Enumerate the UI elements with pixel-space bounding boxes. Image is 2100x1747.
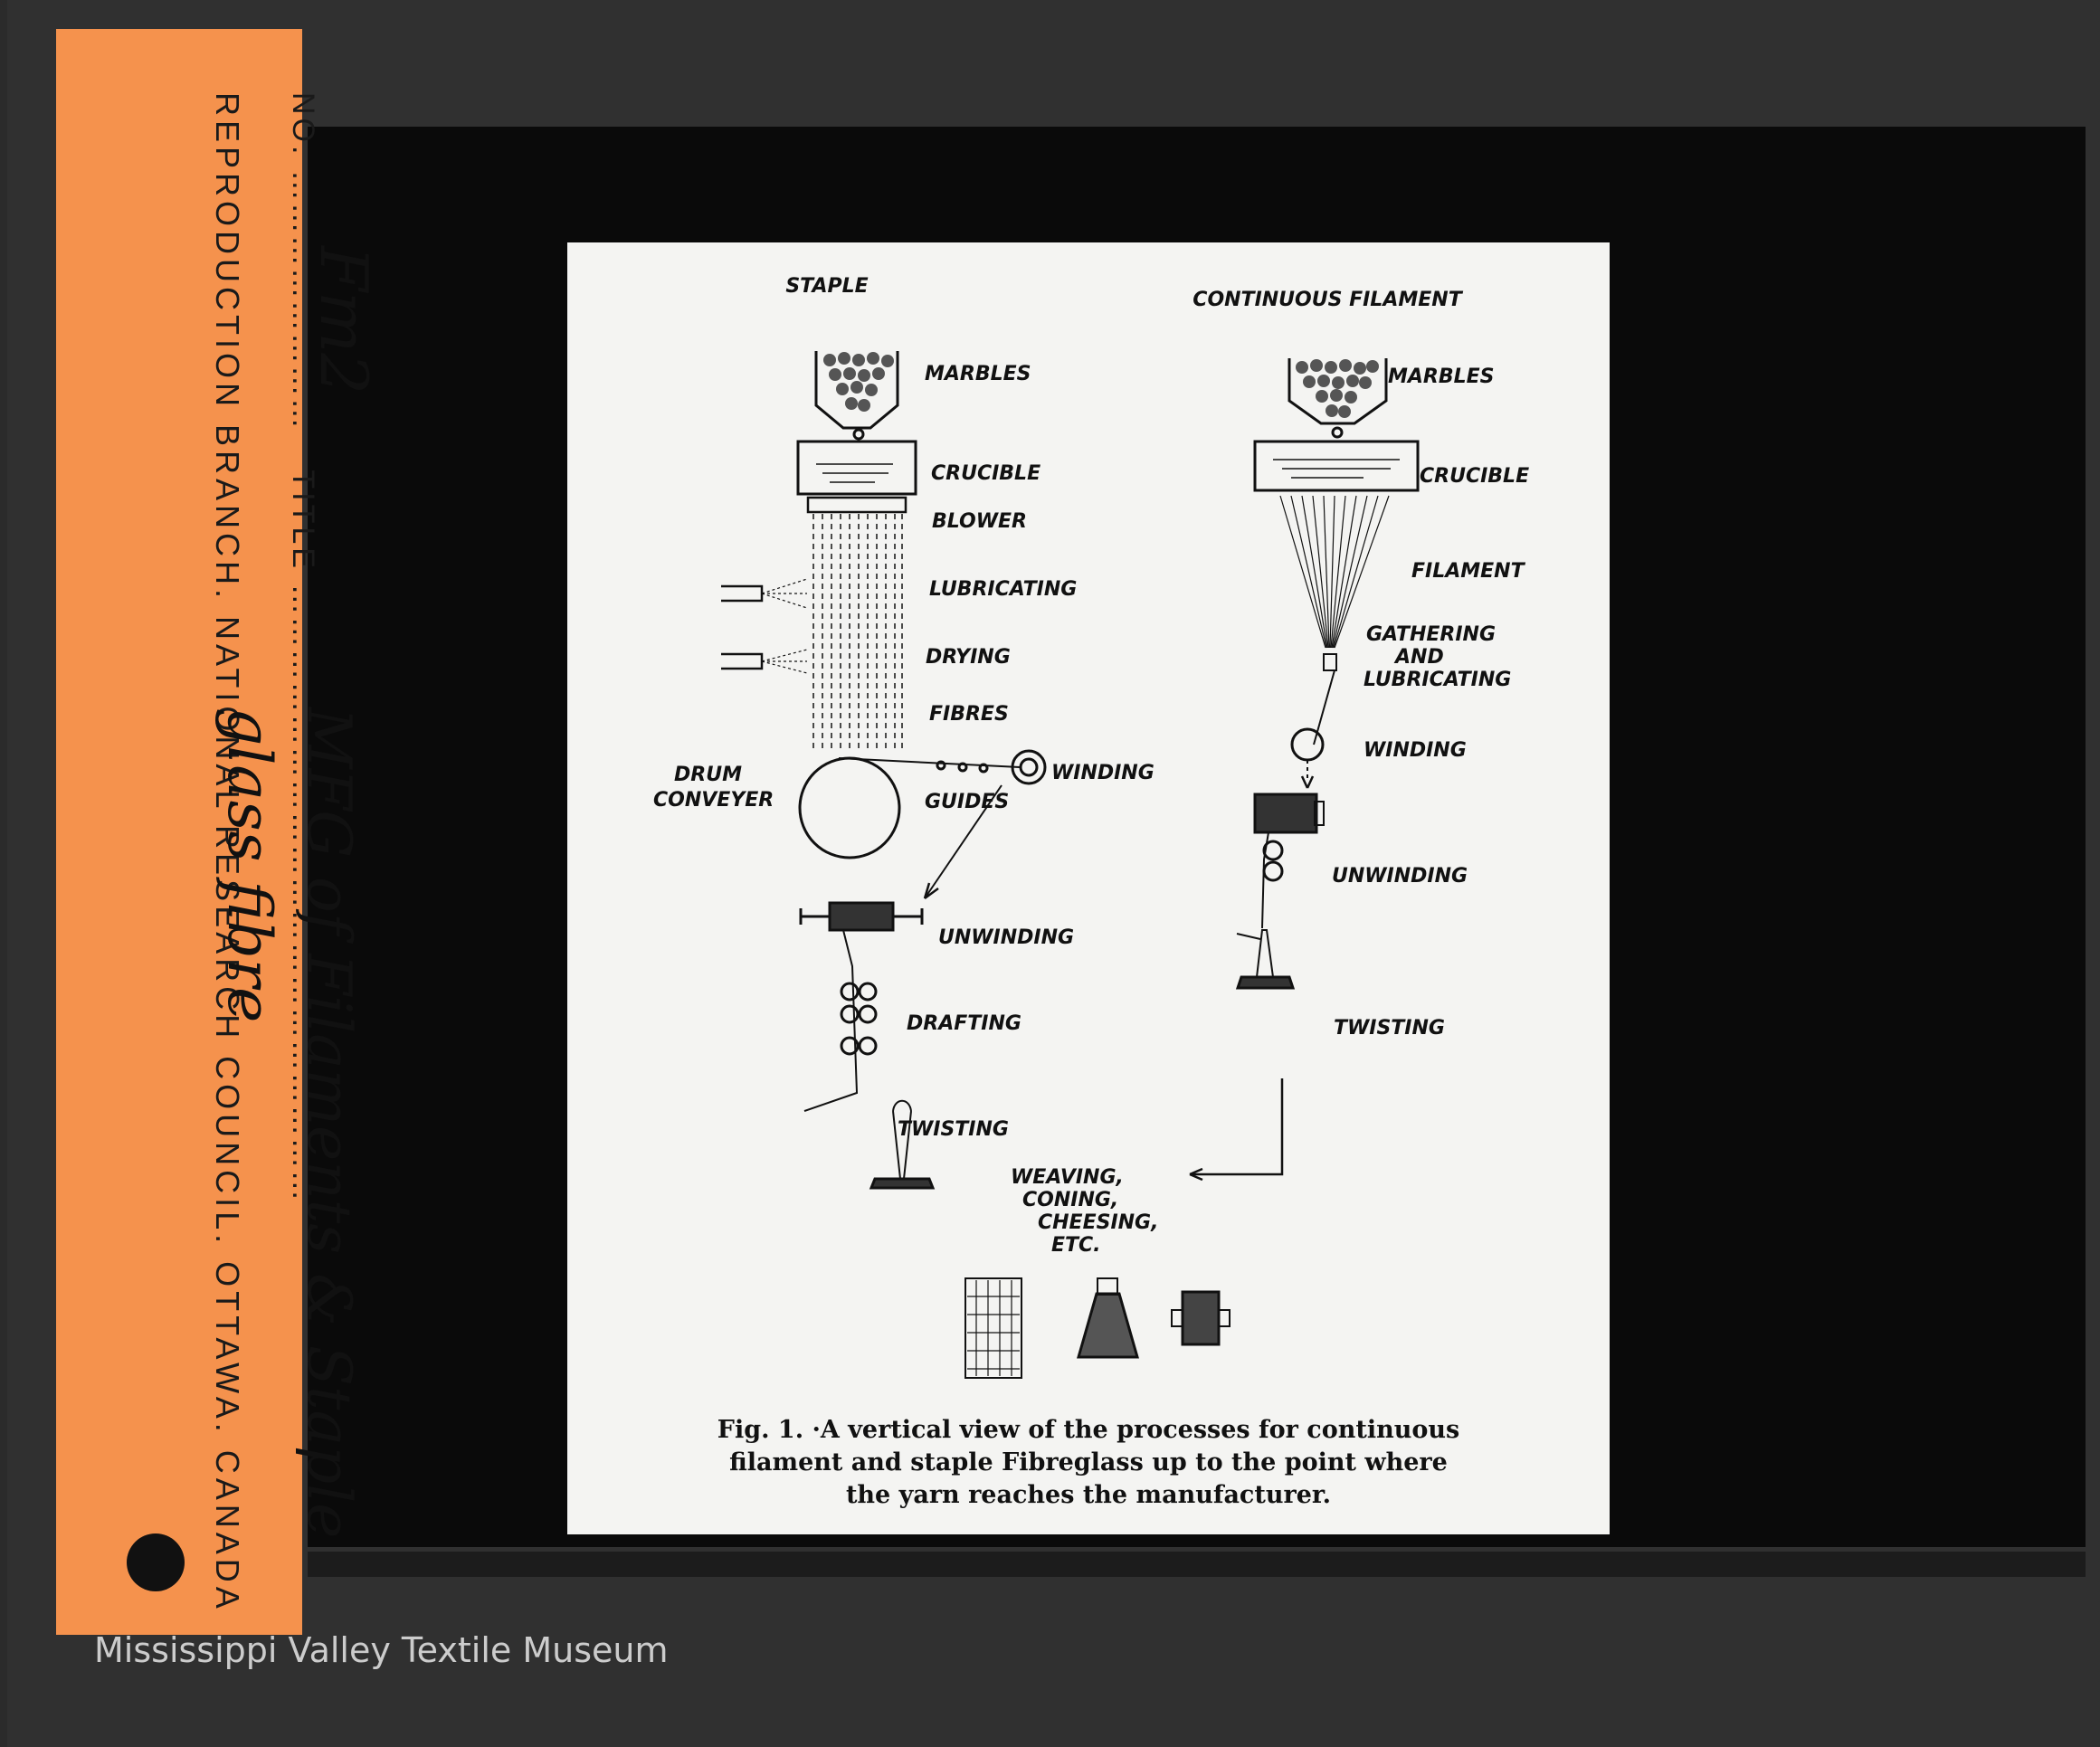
continuous-hopper-icon: [1288, 358, 1388, 425]
staple-drafting-rollers-icon: [840, 982, 860, 1002]
staple-label-winding: WINDING: [1051, 762, 1155, 784]
continuous-crucible-icon: [1253, 440, 1420, 492]
final-processes-label: WEAVING, CONING, CHEESING, ETC.: [1011, 1166, 1165, 1257]
gathering-word2: AND: [1393, 646, 1444, 669]
staple-label-unwinding: UNWINDING: [938, 926, 1074, 949]
museum-watermark: Mississippi Valley Textile Museum: [94, 1630, 669, 1670]
continuous-label-winding: WINDING: [1364, 739, 1467, 762]
staple-crucible-icon: [796, 440, 917, 496]
staple-label-fibres: FIBRES: [929, 703, 1009, 726]
gathering-word3: LUBRICATING: [1364, 669, 1511, 691]
label-no-handwritten: Fm2: [306, 246, 382, 395]
continuous-heading: CONTINUOUS FILAMENT: [1193, 289, 1463, 311]
staple-label-lubricating: LUBRICATING: [929, 578, 1077, 601]
woven-fabric-icon: [964, 1277, 1022, 1379]
caption-line3: the yarn reaches the manufacturer.: [845, 1481, 1332, 1509]
continuous-label-marbles: MARBLES: [1388, 366, 1495, 388]
filament-fan-icon: [1279, 495, 1390, 649]
staple-label-crucible: CRUCIBLE: [931, 462, 1040, 485]
staple-label-twisting: TWISTING: [898, 1118, 1009, 1141]
continuous-unwinding-icon: [1253, 793, 1318, 834]
staple-fibres-icon: [812, 514, 903, 749]
staple-label-guides: GUIDES: [925, 791, 1009, 813]
final-word4: ETC.: [1051, 1234, 1101, 1257]
cheese-package-icon: [1181, 1290, 1221, 1346]
staple-hopper-icon: [814, 351, 899, 430]
label-no-prefix: NO.: [286, 92, 320, 158]
staple-label-drying: DRYING: [926, 646, 1011, 669]
staple-heading: STAPLE: [785, 275, 868, 298]
continuous-marbles-icon: [1296, 359, 1379, 418]
figure-caption: Fig. 1. ·A vertical view of the processe…: [567, 1414, 1610, 1512]
lubricating-nozzle-icon: [721, 584, 764, 603]
label-dot: [127, 1533, 185, 1591]
continuous-label-gathering: GATHERING AND LUBRICATING: [1364, 623, 1511, 691]
gathering-word1: GATHERING: [1366, 623, 1496, 646]
final-word3: CHEESING,: [1038, 1211, 1158, 1234]
caption-line2: filament and staple Fibreglass up to the…: [729, 1448, 1448, 1476]
caption-line1: Fig. 1. ·A vertical view of the processe…: [717, 1416, 1460, 1444]
staple-unwinding-icon: [828, 901, 895, 932]
gathering-guide-icon: [1323, 653, 1337, 671]
staple-label-marbles: MARBLES: [925, 363, 1031, 385]
label-title-prefix: TITLE: [286, 470, 320, 572]
staple-label-blower: BLOWER: [932, 510, 1027, 533]
continuous-label-twisting: TWISTING: [1334, 1017, 1445, 1040]
drum-conveyer-word2: CONVEYER: [653, 789, 774, 812]
final-word1: WEAVING,: [1011, 1166, 1124, 1189]
staple-marbles-icon: [823, 352, 894, 412]
staple-label-drafting: DRAFTING: [907, 1012, 1021, 1035]
continuous-rollers-icon: [1262, 840, 1284, 861]
label-text-rotated: NO. …………………… TITLE ………………………………………………… R…: [92, 65, 382, 1657]
final-word2: CONING,: [1022, 1189, 1118, 1211]
cone-package-icon: [1077, 1292, 1139, 1359]
staple-winding-icon: [1011, 749, 1047, 785]
continuous-label-unwinding: UNWINDING: [1332, 865, 1468, 888]
staple-blower-icon: [806, 496, 907, 514]
label-title-handwritten: MFG of Filaments & Staple glass fibre: [214, 707, 364, 1539]
process-diagram: STAPLE MARBLES CRUCIBLE BLOWER LUBRICATI…: [653, 275, 1529, 1379]
staple-label-drum-conveyer: DRUM CONVEYER: [653, 764, 774, 812]
slide-label: NO. …………………… TITLE ………………………………………………… R…: [56, 29, 382, 1635]
mask-edge-bottom: [308, 1552, 2086, 1577]
drum-conveyer-word1: DRUM: [674, 764, 742, 786]
drying-nozzle-icon: [721, 652, 764, 670]
continuous-winding-icon: [1290, 727, 1325, 762]
continuous-label-filament: FILAMENT: [1411, 560, 1526, 583]
staple-twisting-spindle-icon: [892, 1110, 912, 1180]
continuous-twisting-spindle-icon: [1256, 929, 1274, 978]
drum-conveyer-icon: [798, 756, 901, 859]
diagram-panel: STAPLE MARBLES CRUCIBLE BLOWER LUBRICATI…: [567, 242, 1610, 1534]
continuous-label-crucible: CRUCIBLE: [1420, 465, 1529, 488]
